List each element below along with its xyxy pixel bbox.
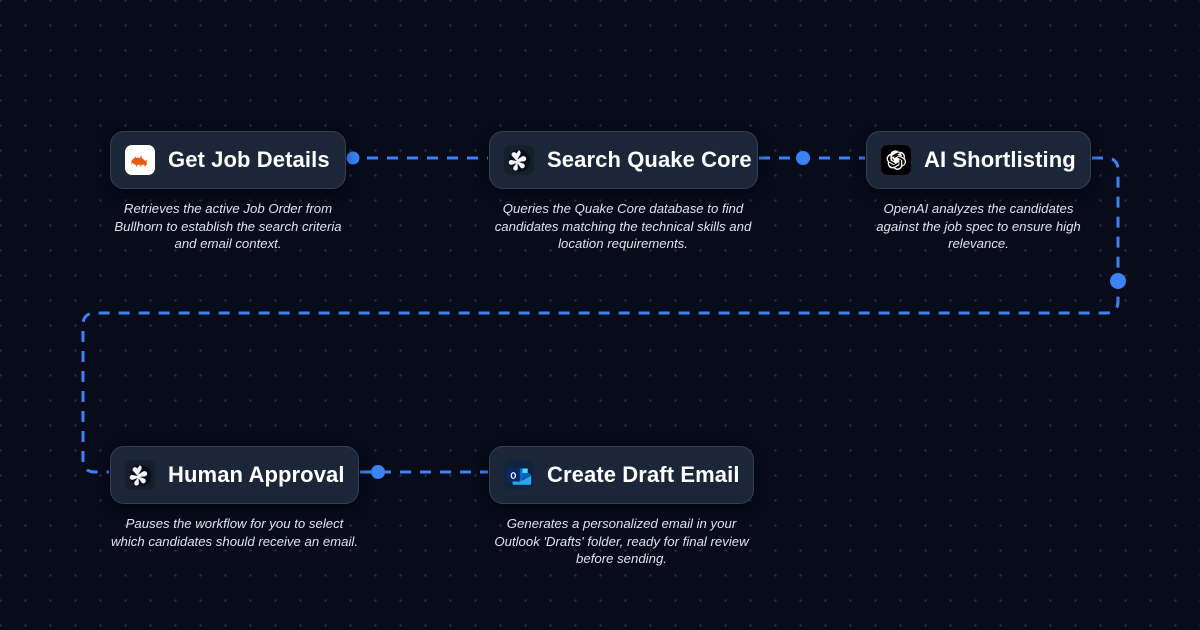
quake-core-icon [504,145,534,175]
node-card[interactable]: Get Job Details [110,131,346,189]
node-title: Human Approval [168,461,345,487]
edge-flow-dot-ai-to-approval [1110,273,1126,289]
node-card[interactable]: Search Quake Core [489,131,758,189]
workflow-node-search-quake-core[interactable]: Search Quake Core Queries the Quake Core… [489,131,758,253]
node-title: Search Quake Core [547,146,752,172]
node-description: Queries the Quake Core database to find … [494,201,752,252]
node-title: AI Shortlisting [924,146,1076,172]
node-description: Generates a personalized email in your O… [494,516,749,567]
workflow-node-human-approval[interactable]: Human Approval Pauses the workflow for y… [110,446,359,550]
openai-icon [881,145,911,175]
node-card[interactable]: Create Draft Email [489,446,754,504]
node-card[interactable]: Human Approval [110,446,359,504]
node-title: Get Job Details [168,146,330,172]
workflow-node-ai-shortlisting[interactable]: AI Shortlisting OpenAI analyzes the cand… [866,131,1091,253]
node-description: Pauses the workflow for you to select wh… [110,516,359,549]
edge-flow-dot-quake-to-ai [796,151,810,165]
edge-flow-dot-job-to-quake [346,151,360,165]
node-description: OpenAI analyzes the candidates against t… [876,201,1081,252]
node-description: Retrieves the active Job Order from Bull… [114,201,342,252]
workflow-node-create-draft-email[interactable]: Create Draft Email Generates a personali… [489,446,754,568]
bullhorn-icon [125,145,155,175]
edge-ai-to-approval [81,156,1120,474]
node-title: Create Draft Email [547,461,740,487]
edge-flow-dot-approval-to-draft [371,465,385,479]
outlook-icon [504,460,534,490]
quake-core-icon [125,460,155,490]
node-card[interactable]: AI Shortlisting [866,131,1091,189]
workflow-node-get-job-details[interactable]: Get Job Details Retrieves the active Job… [110,131,346,253]
